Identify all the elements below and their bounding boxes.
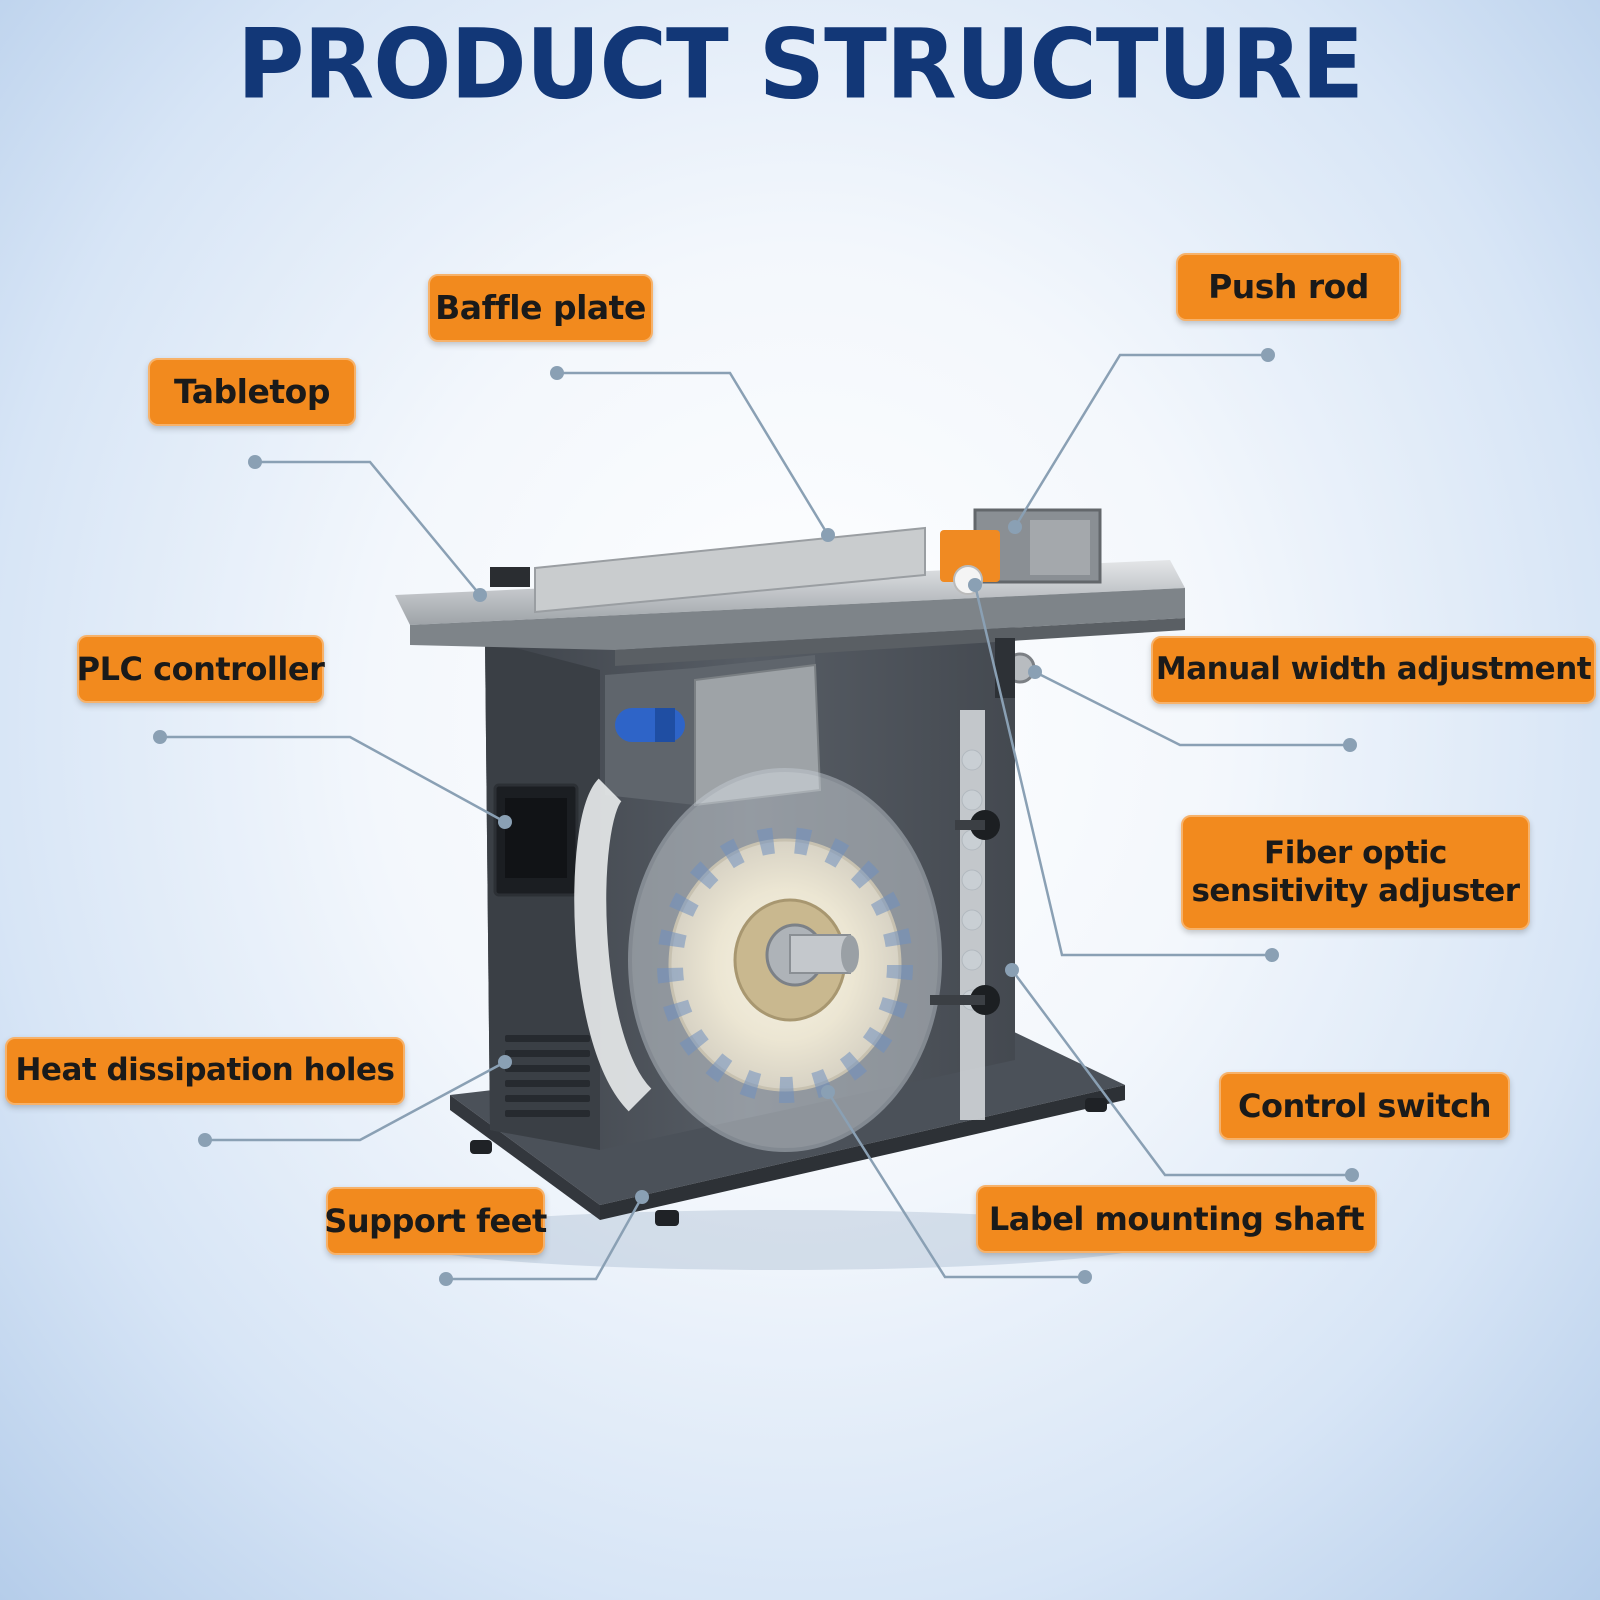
orange-pusher <box>940 530 1000 582</box>
callout-tabletop: Tabletop <box>148 358 356 426</box>
callout-label: sensitivity adjuster <box>1191 872 1520 909</box>
callout-label: Fiber optic <box>1264 835 1447 872</box>
callout-control-switch: Control switch <box>1219 1072 1510 1140</box>
callout-baffle-plate: Baffle plate <box>428 274 653 342</box>
callout-label: Baffle plate <box>435 288 646 328</box>
baffle-plate <box>534 526 926 614</box>
callout-fiber-optic: Fiber optic sensitivity adjuster <box>1181 815 1530 930</box>
callout-plc-controller: PLC controller <box>76 635 325 703</box>
callout-label: Push rod <box>1208 267 1369 307</box>
callout-label-mounting-shaft: Label mounting shaft <box>976 1185 1377 1253</box>
callout-label: PLC controller <box>76 649 325 688</box>
callout-support-feet: Support feet <box>324 1187 547 1255</box>
page-title: PRODUCT STRUCTURE <box>236 8 1364 121</box>
support-foot <box>470 1140 492 1154</box>
callout-label: Label mounting shaft <box>988 1199 1365 1238</box>
callout-label: Support feet <box>324 1201 547 1240</box>
callout-push-rod: Push rod <box>1176 253 1401 321</box>
callout-manual-width-adjustment: Manual width adjustment <box>1151 636 1596 704</box>
callout-label: Manual width adjustment <box>1155 651 1592 688</box>
callout-label: Control switch <box>1237 1086 1492 1125</box>
heat-vents <box>505 1035 590 1117</box>
support-foot <box>655 1210 679 1226</box>
callout-heat-dissipation-holes: Heat dissipation holes <box>5 1037 405 1105</box>
callout-label: Heat dissipation holes <box>15 1052 395 1089</box>
callout-label: Tabletop <box>174 372 330 412</box>
peel-plate <box>694 663 822 807</box>
support-foot <box>1085 1098 1107 1112</box>
base-plate <box>450 1030 1125 1205</box>
